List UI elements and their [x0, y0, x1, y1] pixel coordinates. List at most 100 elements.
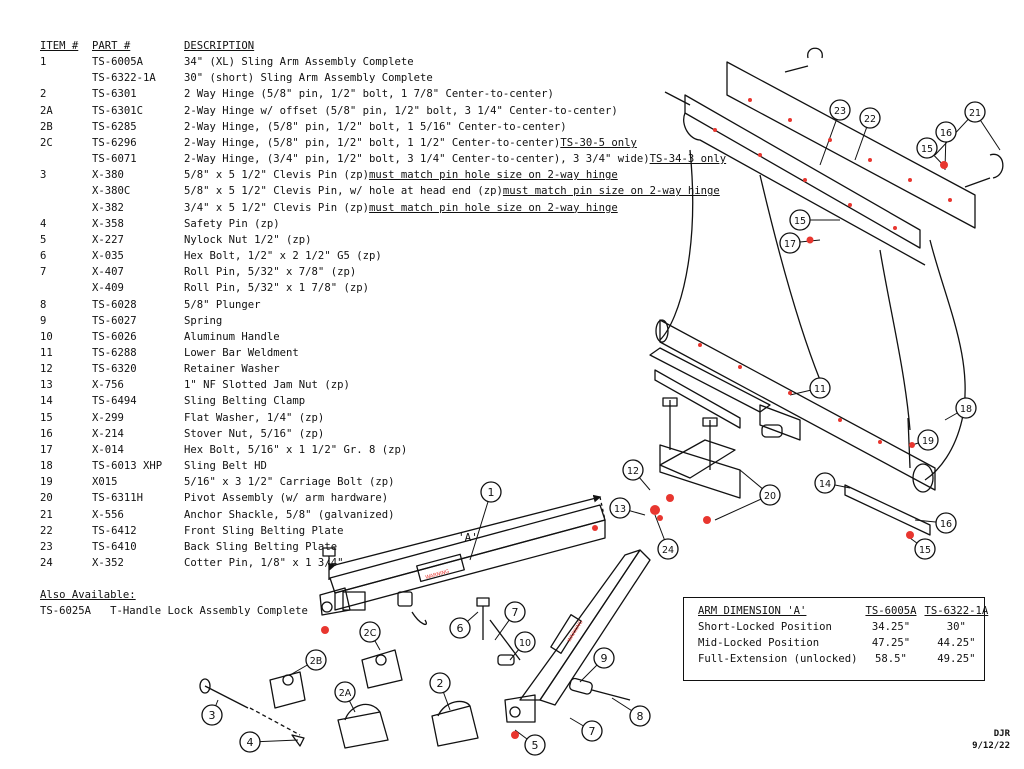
drawing-date: 9/12/22 — [972, 741, 1010, 751]
svg-text:2A: 2A — [339, 688, 352, 699]
part-description: Cotter Pin, 1/8" x 1 3/4" — [184, 557, 344, 569]
part-description: Front Sling Belting Plate — [184, 524, 344, 537]
part-number: TS-6320 — [92, 363, 137, 376]
item-number: 4 — [40, 217, 47, 230]
sling-arm-short — [504, 549, 651, 723]
item-number: 21 — [40, 508, 53, 521]
parts-table-row: TS-6071 2-Way Hinge, (3/4" pin, 1/2" bolt… — [38, 151, 726, 167]
part-description: 3/4" x 5 1/2" Clevis Pin (zp) — [184, 201, 369, 214]
part-number: TS-6494 — [92, 395, 137, 408]
callout-20: 20 — [759, 484, 781, 506]
callout-8: 8 — [629, 705, 651, 727]
svg-text:15: 15 — [921, 144, 933, 155]
part-description: 2 Way Hinge (5/8" pin, 1/2" bolt, 1 7/8"… — [184, 88, 554, 101]
dim-cell: Mid-Locked Position — [698, 637, 820, 649]
item-number: 18 — [40, 460, 53, 473]
callout-2a: 2A — [334, 681, 356, 703]
dim-cell: 34.25" — [871, 621, 911, 633]
part-number: X-756 — [92, 379, 124, 392]
svg-text:1: 1 — [488, 486, 495, 499]
part-number: TS-6071 — [92, 153, 137, 166]
item-number: 2C — [40, 136, 53, 149]
callout-5: 5 — [524, 734, 546, 756]
part-note: must match pin size on 2-way hinge — [502, 185, 720, 198]
part-number: X015 — [92, 476, 118, 489]
item-number: 8 — [40, 298, 47, 311]
svg-text:7: 7 — [512, 606, 519, 619]
svg-text:16: 16 — [940, 519, 952, 530]
callout-23: 23 — [829, 99, 851, 121]
callout-4: 4 — [239, 731, 261, 753]
item-number: 24 — [40, 557, 53, 569]
part-description: Back Sling Belting Plate — [184, 540, 338, 553]
part-number: X-556 — [92, 508, 124, 521]
drafter-signature: DJR 9/12/22 — [960, 728, 1010, 752]
svg-text:21: 21 — [969, 108, 981, 119]
svg-text:13: 13 — [614, 504, 626, 515]
svg-text:4: 4 — [247, 736, 254, 749]
part-description: Flat Washer, 1/4" (zp) — [184, 411, 325, 424]
item-number: 11 — [40, 346, 53, 359]
part-number: X-352 — [92, 557, 124, 569]
svg-text:6: 6 — [457, 622, 464, 635]
part-number: X-299 — [92, 411, 124, 424]
dim-header: TS-6005A — [865, 605, 917, 617]
also-available: Also Available: TS-6025A T-Handle Lock A… — [40, 587, 308, 619]
callout-16: 16 — [935, 512, 957, 534]
svg-text:19: 19 — [922, 436, 934, 447]
svg-text:12: 12 — [627, 466, 639, 477]
part-number: X-035 — [92, 250, 124, 263]
callout-22: 22 — [859, 107, 881, 129]
drafter-initials: DJR — [993, 729, 1010, 739]
svg-text:10: 10 — [519, 638, 531, 649]
arm-dimension-table: ARM DIMENSION 'A' TS-6005A TS-6322-1A Sh… — [683, 597, 988, 681]
parts-table-header: ITEM # PART # DESCRIPTION — [38, 38, 726, 54]
part-number: X-380 — [92, 169, 124, 182]
item-number: 3 — [40, 169, 47, 182]
item-number: 7 — [40, 266, 47, 279]
dimension-label-a: 'A' — [458, 531, 478, 544]
anchor-shackles — [784, 47, 1004, 188]
part-number: X-014 — [92, 443, 124, 456]
part-number: X-407 — [92, 266, 124, 279]
part-number: TS-6301C — [92, 104, 144, 117]
callout-15: 15 — [789, 209, 811, 231]
dim-cell: 47.25" — [871, 637, 911, 649]
callout-21: 21 — [964, 101, 986, 123]
svg-text:24: 24 — [662, 545, 674, 556]
red-hardware-markers — [321, 98, 952, 739]
part-description: Hex Bolt, 1/2" x 2 1/2" G5 (zp) — [184, 250, 382, 263]
part-description: Sling Belting Clamp — [184, 395, 306, 408]
sling-belting-plates — [664, 61, 976, 266]
parts-table-row: 6 X-035 Hex Bolt, 1/2" x 2 1/2" G5 (zp) — [38, 248, 726, 264]
callout-2b: 2B — [305, 649, 327, 671]
item-number: 2B — [40, 120, 53, 133]
svg-text:3: 3 — [209, 709, 216, 722]
svg-text:23: 23 — [834, 106, 846, 117]
t-handle-lock — [397, 591, 427, 626]
part-description: Spring — [184, 314, 223, 327]
item-number: 6 — [40, 250, 47, 263]
item-number: 14 — [40, 395, 53, 408]
part-description: 2-Way Hinge w/ offset (5/8" pin, 1/2" bo… — [184, 104, 618, 117]
part-number: X-380C — [92, 185, 131, 198]
svg-text:22: 22 — [864, 114, 876, 125]
carriage-bolt — [907, 417, 911, 469]
item-number: 12 — [40, 363, 53, 376]
svg-text:9: 9 — [601, 652, 608, 665]
part-description: Lower Bar Weldment — [184, 346, 299, 359]
part-description: 2-Way Hinge, (3/4" pin, 1/2" bolt, 3 1/4… — [184, 153, 650, 166]
